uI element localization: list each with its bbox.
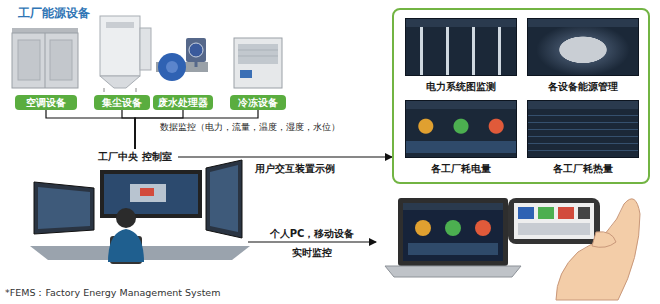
equipment-label: 冷冻设备 — [230, 95, 286, 110]
note-label: 实时监控 — [292, 246, 332, 260]
equipment-label: 集尘设备 — [94, 95, 150, 110]
screen-example: 各工厂耗电量 — [404, 100, 518, 178]
node-text: 各设备能源管理 — [548, 80, 618, 94]
note-label: 个人PC，移动设备 — [270, 227, 355, 241]
equipment-label: 空调设备 — [15, 95, 77, 110]
equipment-label: 废水处理器 — [153, 95, 213, 110]
screenshot — [405, 100, 517, 158]
screenshot — [527, 100, 639, 158]
node-text: 集尘设备 — [102, 96, 142, 110]
node-text: 冷冻设备 — [238, 96, 278, 110]
node-text: 各工厂耗电量 — [431, 162, 491, 176]
node-text: 空调设备 — [26, 96, 66, 110]
node-text: 废水处理器 — [158, 96, 208, 110]
screenshot — [527, 18, 639, 76]
wastewater-meter — [156, 38, 208, 81]
diagram-title: 工厂能源设备 — [18, 5, 90, 22]
control-room — [30, 160, 250, 264]
connector — [178, 156, 392, 157]
screen-example: 电力系统图监测 — [404, 18, 518, 96]
phone-in-hand — [508, 198, 640, 300]
screen-example: 各工厂耗热量 — [526, 100, 640, 178]
footnote: *FEMS：Factory Energy Management System — [5, 287, 220, 300]
display-panel: 电力系统图监测 各设备能源管理各工厂耗电量 各工厂耗热量 — [392, 8, 650, 184]
connector — [122, 110, 135, 149]
edge-label: 用户交互装置示例 — [253, 162, 337, 176]
chiller-unit — [234, 38, 282, 88]
node-text: 工厂中央 控制室 — [98, 150, 171, 164]
node-text: 电力系统图监测 — [426, 80, 496, 94]
control-room-label: 工厂中央 控制室 — [92, 149, 178, 165]
dust-collector — [100, 16, 151, 92]
connector — [46, 110, 135, 149]
screen-example: 各设备能源管理 — [526, 18, 640, 96]
node-text: 各工厂耗热量 — [553, 162, 613, 176]
realtime-arrow — [248, 241, 376, 242]
ac-unit — [12, 28, 78, 88]
screenshot — [405, 18, 517, 76]
laptop — [385, 198, 521, 277]
note-label: 数据监控（电力，流量，温度，湿度，水位） — [160, 121, 340, 134]
